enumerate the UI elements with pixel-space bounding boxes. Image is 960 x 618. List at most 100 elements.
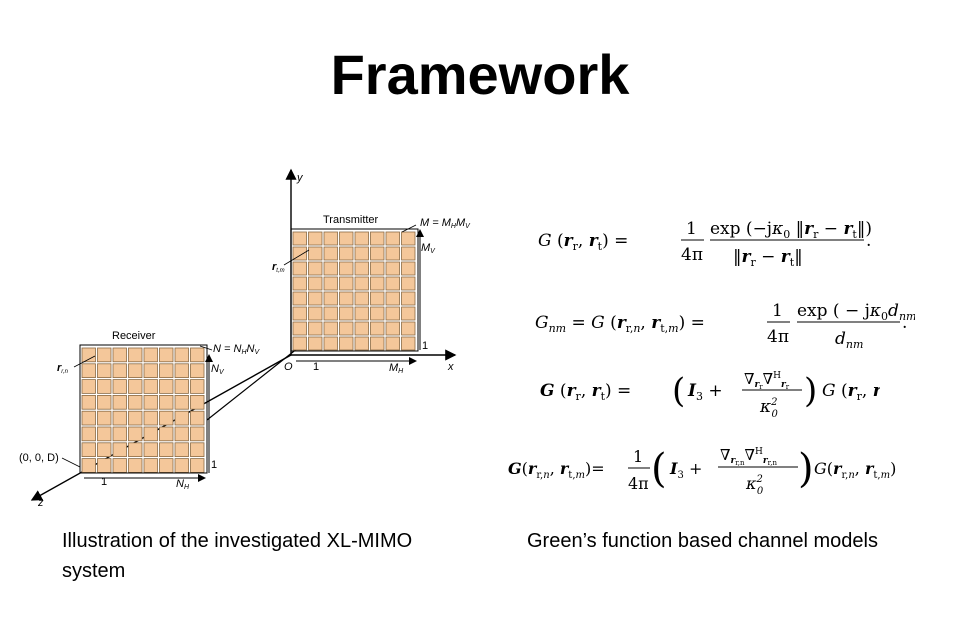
antenna-element — [112, 347, 127, 363]
transmitter-array — [292, 231, 416, 351]
svg-text:): ) — [804, 371, 817, 411]
antenna-element — [370, 231, 385, 246]
antenna-element — [323, 231, 338, 246]
antenna-element — [385, 231, 400, 246]
antenna-element — [354, 306, 369, 321]
antenna-element — [97, 442, 112, 457]
antenna-element — [190, 363, 205, 378]
antenna-element — [128, 394, 143, 410]
z-axis-label: z — [37, 497, 44, 509]
antenna-element — [159, 379, 174, 394]
antenna-element — [370, 246, 385, 261]
antenna-element — [81, 379, 96, 394]
antenna-element — [143, 347, 158, 363]
svg-text:): ) — [798, 446, 814, 492]
antenna-element — [292, 246, 307, 261]
antenna-element — [354, 321, 369, 336]
transmitter-frame — [290, 228, 419, 352]
tx-point-label: rt,m — [272, 261, 285, 274]
antenna-element — [385, 336, 400, 351]
rx-origin-label: (0, 0, D) — [19, 452, 59, 464]
antenna-element — [81, 410, 96, 426]
svg-text:(: ( — [672, 371, 685, 411]
antenna-element — [292, 261, 307, 276]
rx-one-vertical: 1 — [211, 459, 217, 471]
antenna-element — [112, 458, 127, 473]
antenna-element — [354, 261, 369, 276]
antenna-element — [174, 458, 189, 473]
figure-caption: Illustration of the investigated XL-MIMO… — [62, 530, 413, 582]
equation-1-render: G (rr, rt) = 1 4π exp (−jκ0 ‖rr − rt‖) ‖… — [538, 219, 872, 269]
antenna-element — [112, 410, 127, 426]
antenna-element — [128, 458, 143, 473]
svg-text:G (rr, rt) =: G (rr, rt) = — [538, 231, 628, 253]
antenna-element — [159, 347, 174, 363]
tx-one-horizontal: 1 — [313, 361, 319, 373]
antenna-element — [143, 426, 158, 442]
antenna-element — [323, 291, 338, 306]
antenna-element — [292, 321, 307, 336]
antenna-element — [292, 231, 307, 246]
antenna-element — [112, 442, 127, 457]
link-line — [206, 347, 299, 421]
antenna-element — [128, 379, 143, 394]
antenna-element — [339, 306, 354, 321]
antenna-element — [97, 394, 112, 410]
antenna-element — [143, 363, 158, 378]
antenna-element — [81, 426, 96, 442]
antenna-element — [174, 410, 189, 426]
rx-point-label: rr,n — [57, 362, 69, 375]
y-axis-label: y — [296, 172, 304, 184]
antenna-element — [323, 246, 338, 261]
svg-text:.: . — [902, 313, 907, 333]
antenna-element — [174, 347, 189, 363]
antenna-element — [401, 246, 416, 261]
svg-text:4π: 4π — [628, 474, 649, 493]
antenna-element — [323, 276, 338, 291]
antenna-element — [308, 306, 323, 321]
antenna-element — [339, 321, 354, 336]
antenna-element — [323, 261, 338, 276]
antenna-element — [190, 426, 205, 442]
receiver-label: Receiver — [112, 330, 156, 342]
antenna-element — [81, 347, 96, 363]
receiver-frame — [79, 344, 208, 474]
antenna-element — [97, 410, 112, 426]
svg-text:G (rr, rt): G (rr, rt) — [822, 381, 880, 403]
svg-text:1: 1 — [772, 301, 783, 321]
antenna-element — [143, 410, 158, 426]
svg-text:4π: 4π — [681, 245, 703, 265]
antenna-element — [292, 306, 307, 321]
equation-2: Gnm = G (rr,n, rt,m) = 1 4π exp ( − jκ0d… — [535, 294, 923, 357]
antenna-element — [174, 426, 189, 442]
antenna-element — [339, 336, 354, 351]
antenna-element — [128, 410, 143, 426]
antenna-element — [401, 336, 416, 351]
antenna-element — [81, 394, 96, 410]
rx-nv-label: NV — [211, 363, 225, 376]
svg-text:κ20: κ20 — [759, 397, 779, 420]
antenna-element — [159, 426, 174, 442]
svg-text:G (rr, rt) =: G (rr, rt) = — [540, 381, 631, 403]
antenna-element — [339, 231, 354, 246]
antenna-element — [159, 458, 174, 473]
equation-4-render: G(rr,n, rt,m)= 1 4π ( I3 + ∇rr,n∇Hrr,n κ… — [508, 446, 896, 497]
equation-2-render: Gnm = G (rr,n, rt,m) = 1 4π exp ( − jκ0d… — [535, 301, 923, 351]
antenna-element — [370, 276, 385, 291]
svg-text:Gnm = G (rr,n, rt,m) =: Gnm = G (rr,n, rt,m) = — [535, 313, 705, 335]
svg-text:exp ( − jκ0dnm): exp ( − jκ0dnm) — [797, 301, 915, 323]
antenna-element — [112, 426, 127, 442]
antenna-element — [190, 394, 205, 410]
svg-text:.: . — [866, 231, 871, 251]
antenna-element — [385, 261, 400, 276]
slide-title: Framework — [330, 43, 630, 106]
rx-one-horizontal: 1 — [101, 476, 107, 488]
antenna-element — [401, 306, 416, 321]
antenna-element — [308, 261, 323, 276]
antenna-element — [190, 410, 205, 426]
antenna-element — [81, 458, 96, 473]
antenna-element — [112, 394, 127, 410]
antenna-element — [174, 363, 189, 378]
antenna-element — [159, 394, 174, 410]
